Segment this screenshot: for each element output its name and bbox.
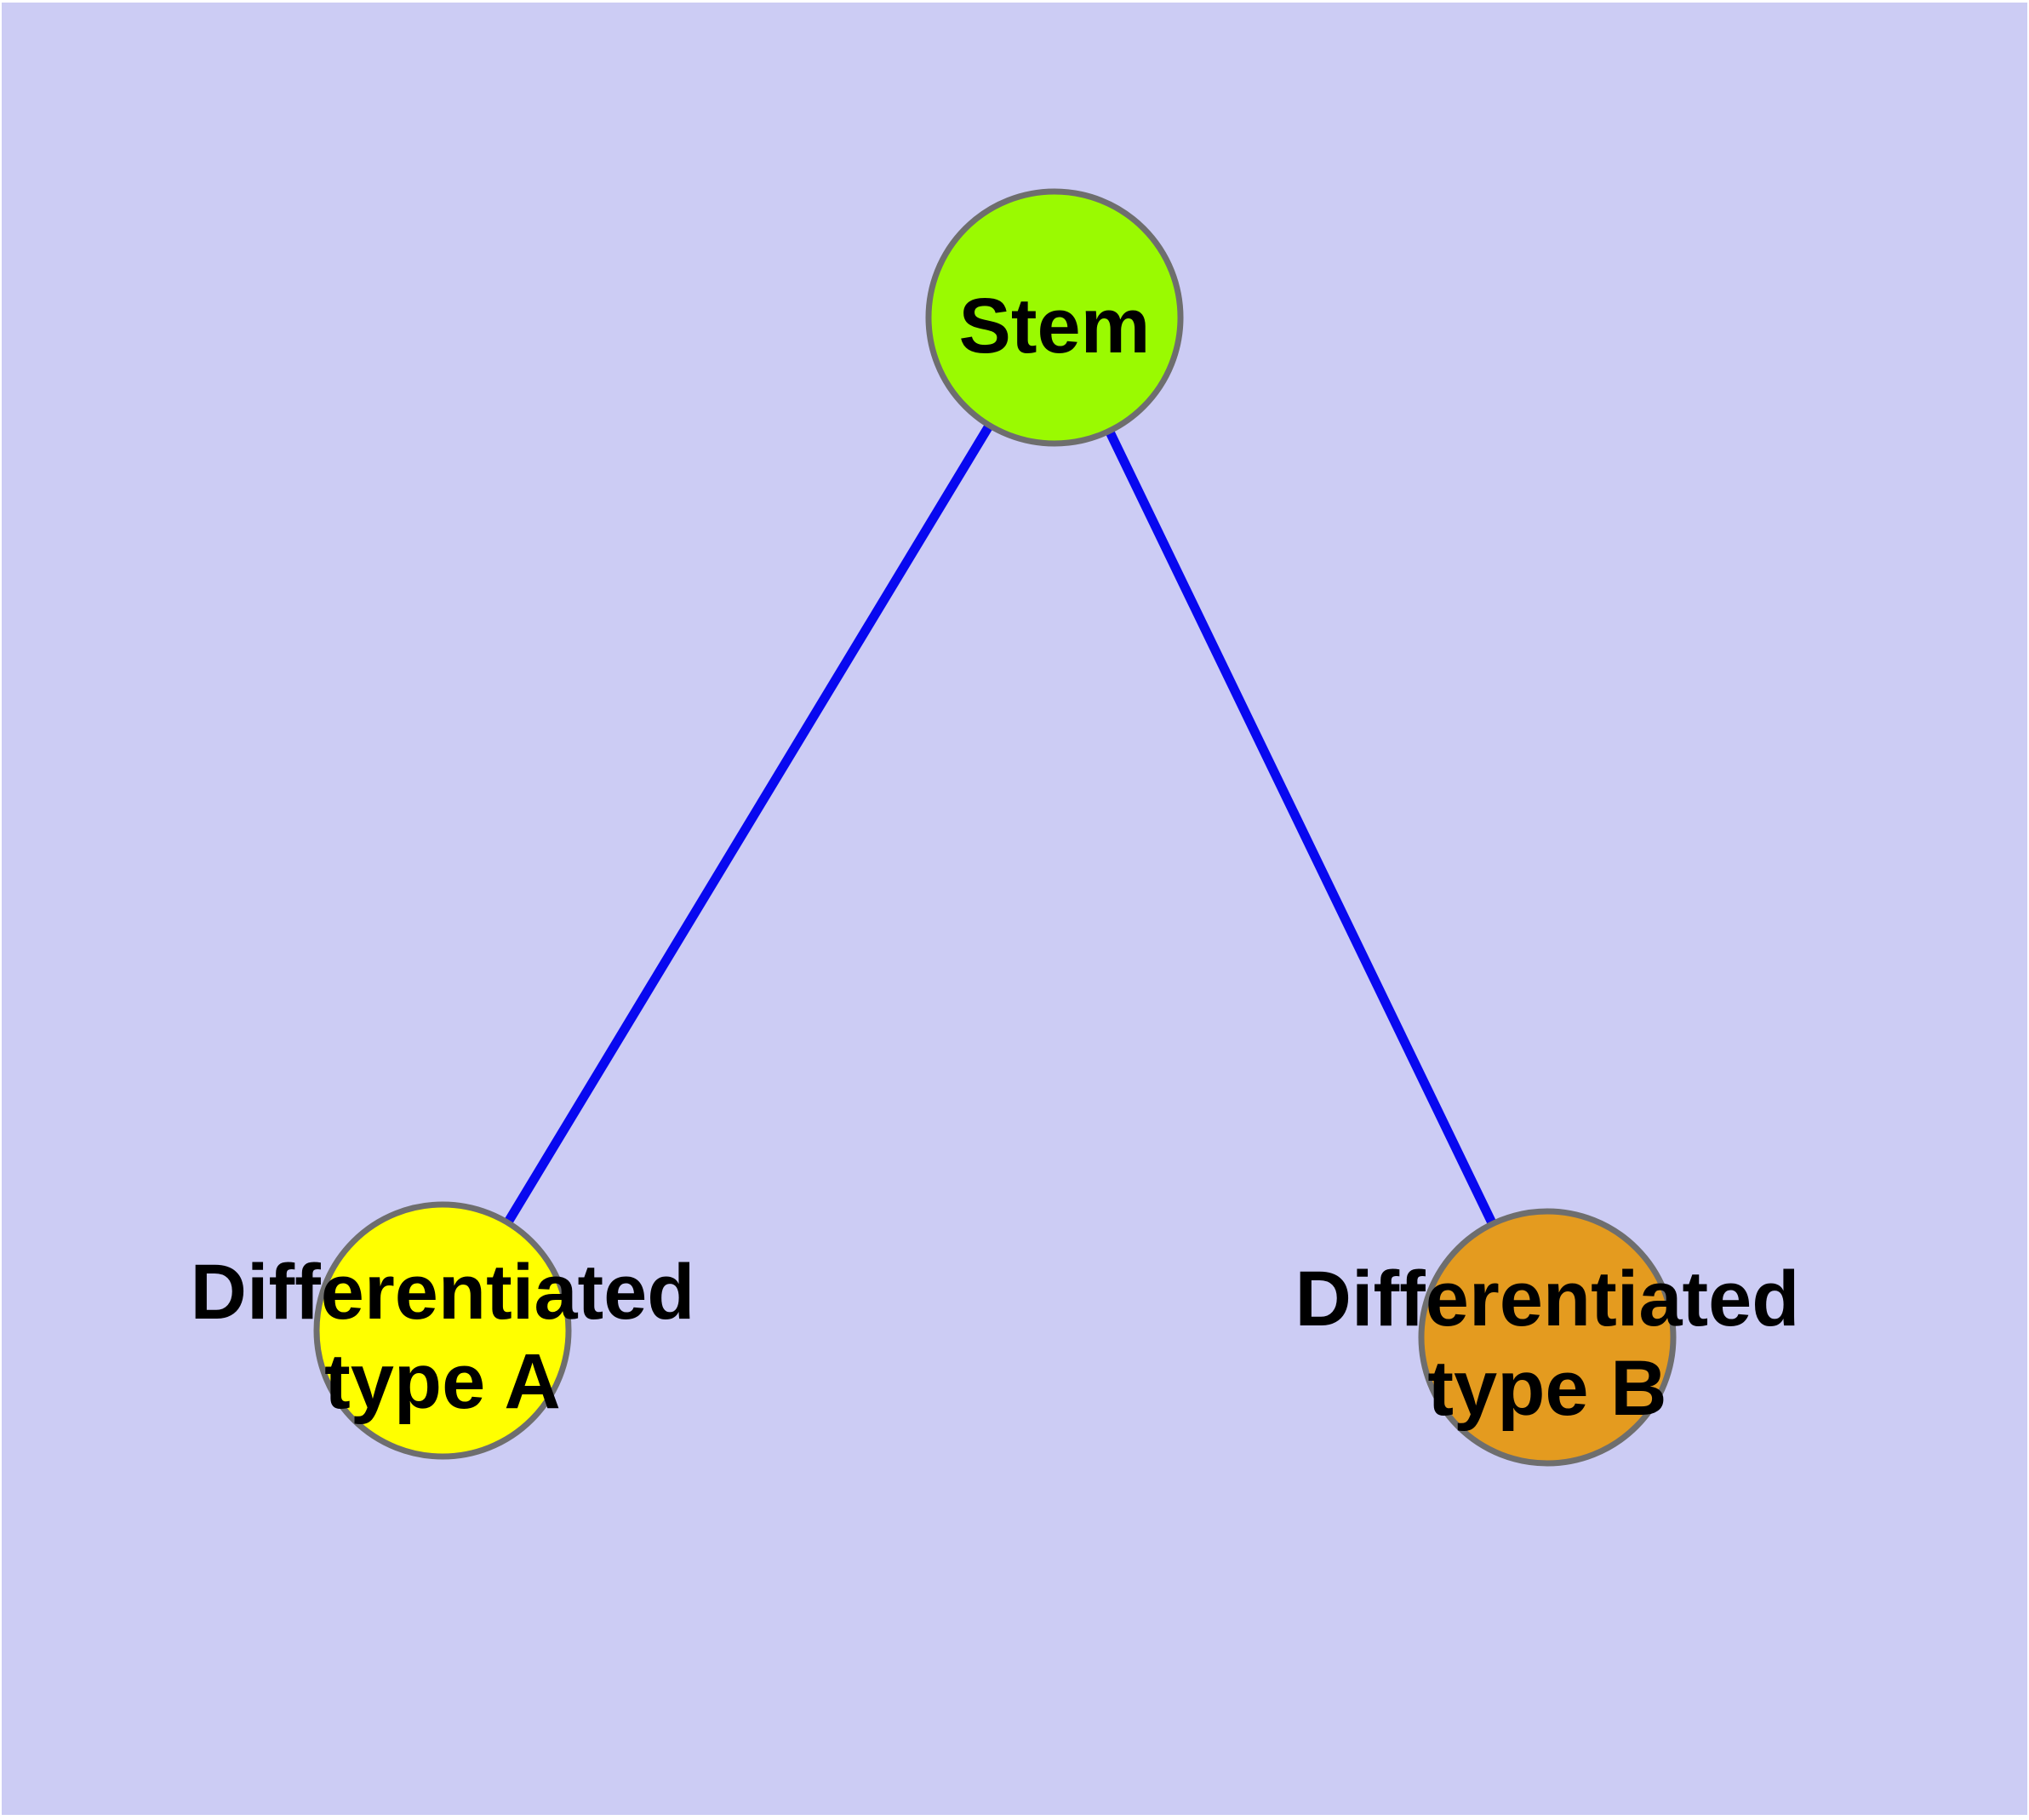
node-type-b-label-line-1: Differentiated: [1295, 1256, 1800, 1342]
edge-stem-type-b: [1050, 315, 1552, 1340]
node-type-b-circle[interactable]: [1418, 1208, 1677, 1467]
node-type-a-label-line-2: type A: [324, 1338, 561, 1425]
node-type-b-label-line-2: type B: [1427, 1345, 1666, 1432]
node-stem-label-line-1: Stem: [959, 283, 1151, 369]
node-stem-circle[interactable]: [925, 188, 1184, 447]
edge-stem-type-a: [438, 315, 1059, 1333]
node-type-a-circle[interactable]: [313, 1201, 572, 1460]
node-type-a-label-line-1: Differentiated: [191, 1249, 695, 1336]
